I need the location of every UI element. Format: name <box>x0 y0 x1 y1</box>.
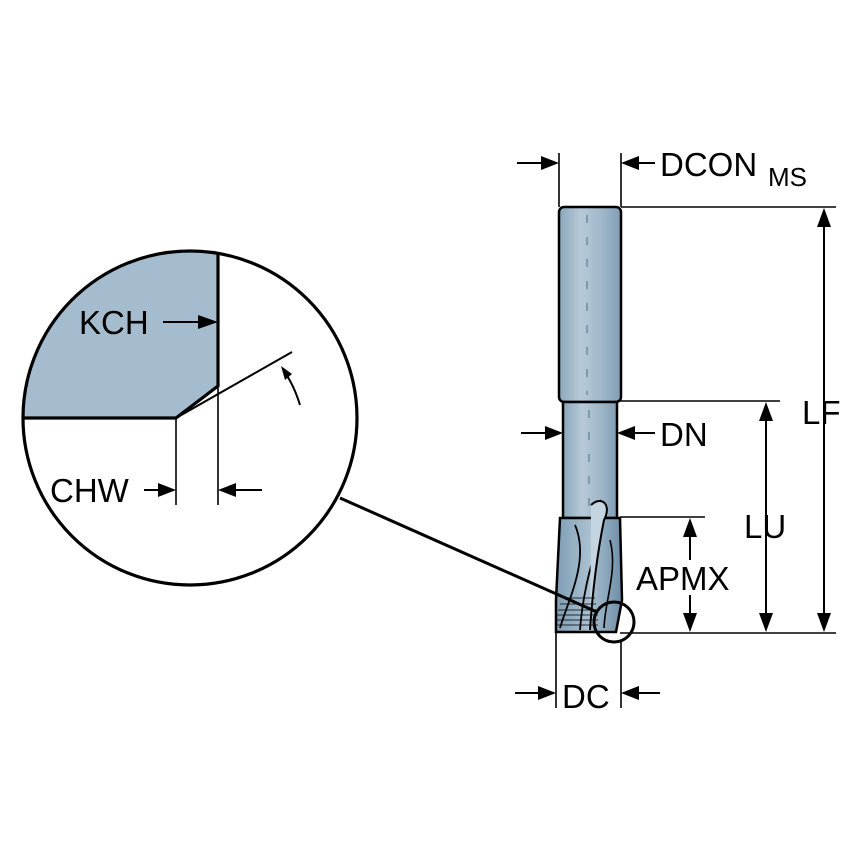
dn-dimension <box>521 426 655 440</box>
label-apmx: APMX <box>636 560 730 597</box>
lf-dimension <box>620 206 836 634</box>
end-mill-tool <box>554 205 636 644</box>
detail-leader-line <box>339 496 598 614</box>
tool-neck <box>561 400 619 520</box>
tool-shank <box>557 205 623 404</box>
label-dc: DC <box>562 678 610 715</box>
lu-dimension <box>617 400 780 632</box>
label-dn: DN <box>660 416 708 453</box>
label-kch: KCH <box>79 304 149 341</box>
detail-marker-circle <box>592 600 636 644</box>
label-chw: CHW <box>50 472 130 509</box>
label-lu: LU <box>744 508 786 545</box>
apmx-dimension <box>620 516 705 632</box>
dc-dimension <box>515 633 660 708</box>
label-dcon: DCON <box>660 146 757 183</box>
label-lf: LF <box>802 394 841 431</box>
label-dcon-subscript: MS <box>768 162 807 192</box>
dcon-dimension <box>517 153 655 207</box>
detail-zoom-view <box>21 249 359 587</box>
